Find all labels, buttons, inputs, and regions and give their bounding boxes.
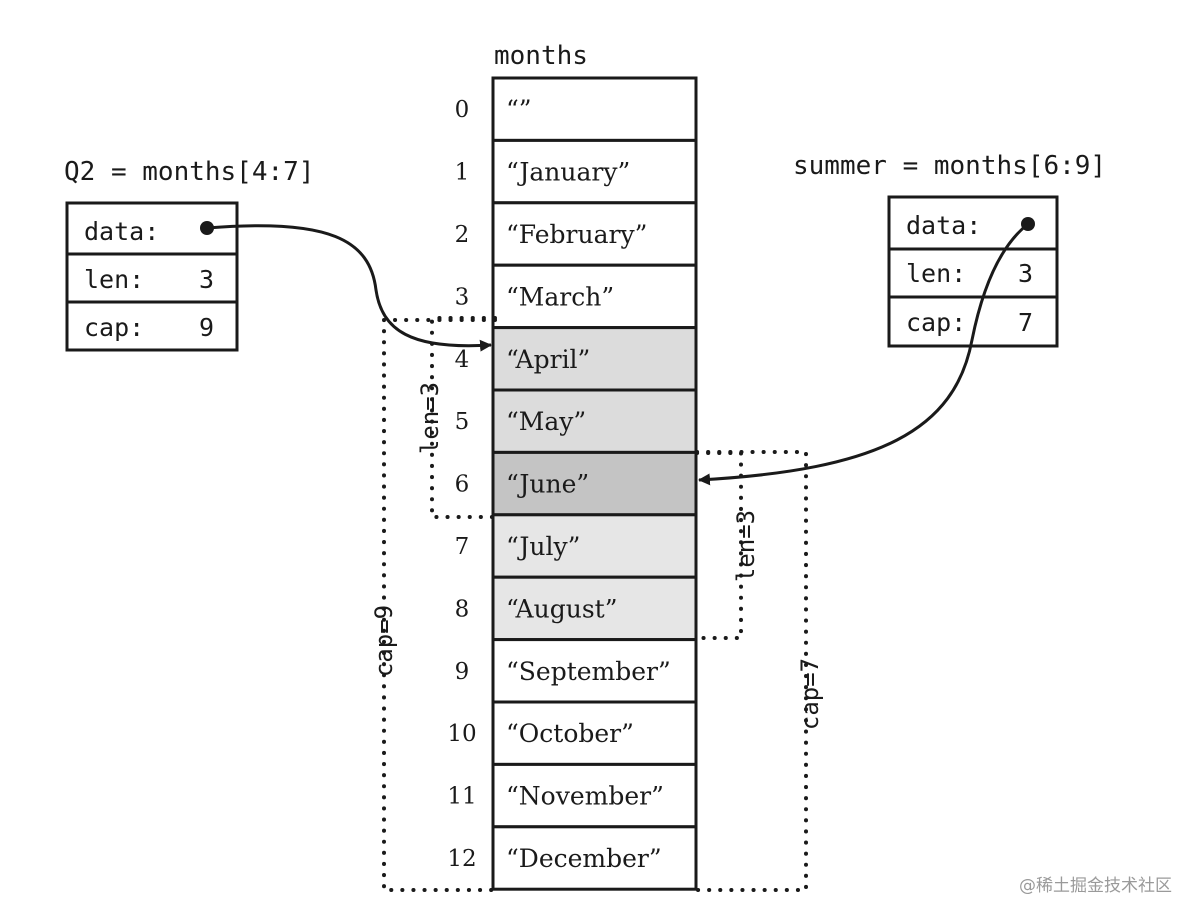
q2-cap-label: cap: [84, 313, 144, 342]
array-value: “June” [506, 470, 589, 499]
array-cell [491, 825, 698, 891]
summer-slice-header: summer = months[6:9] data: len: 3 cap: 7 [793, 151, 1106, 348]
q2-data-arrow [206, 224, 492, 352]
summer-title: summer = months[6:9] [793, 151, 1106, 181]
array-cell [491, 138, 698, 205]
array-value: “February” [506, 220, 647, 249]
array-value: “November” [506, 782, 664, 811]
summer-len-value: 3 [1018, 259, 1033, 288]
array-cell [491, 263, 698, 330]
array-value: “January” [506, 158, 630, 187]
summer-len-label: len: [906, 259, 966, 288]
array-value: “April” [506, 345, 590, 374]
array-cell [491, 762, 698, 829]
array-index: 8 [455, 596, 470, 622]
q2-title: Q2 = months[4:7] [64, 157, 314, 187]
array-index: 10 [447, 721, 476, 747]
array-value: “March” [506, 282, 614, 311]
summer-cap-value: 7 [1018, 308, 1033, 337]
array-index: 12 [447, 846, 476, 872]
array-value: “May” [506, 407, 586, 436]
q2-cap-annotation: cap=9 [370, 605, 398, 677]
q2-len-bracket [430, 316, 497, 519]
array-cell [491, 388, 698, 454]
summer-len-annotation: len=3 [732, 510, 760, 582]
array-index: 1 [455, 160, 470, 186]
array-index: 5 [455, 409, 470, 435]
array-index: 3 [455, 284, 470, 310]
q2-len-annotation: len=3 [416, 382, 444, 454]
q2-slice-header: Q2 = months[4:7] data: len: 3 cap: 9 [64, 157, 314, 352]
array-index: 6 [455, 472, 470, 498]
array-cell [491, 513, 698, 579]
array-value: “August” [506, 594, 617, 623]
array-title: months [494, 41, 588, 71]
array-index: 2 [455, 222, 470, 248]
array-value: “” [506, 95, 532, 124]
array-index: 9 [455, 659, 470, 685]
array-value: “October” [506, 719, 634, 748]
q2-cap-value: 9 [199, 313, 214, 342]
q2-len-value: 3 [199, 265, 214, 294]
array-value: “July” [506, 532, 580, 561]
summer-cap-label: cap: [906, 308, 966, 337]
array-cell [491, 700, 698, 766]
array-index: 4 [455, 347, 470, 373]
summer-cap-bracket [695, 450, 808, 892]
array-index: 11 [447, 784, 476, 810]
q2-data-label: data: [84, 217, 159, 246]
array-cell [491, 76, 698, 142]
array-index: 0 [455, 97, 470, 123]
summer-data-arrow [698, 222, 1029, 486]
summer-data-label: data: [906, 211, 981, 240]
summer-cap-annotation: cap=7 [796, 658, 824, 730]
q2-len-label: len: [84, 265, 144, 294]
watermark: @稀土掘金技术社区 [1019, 876, 1172, 896]
array-index: 7 [455, 534, 470, 560]
array-value: “December” [506, 844, 662, 873]
array-cell [491, 638, 698, 704]
array-value: “September” [506, 657, 671, 686]
months-array: 0 “” 1 “January” 2 “February” 3 “March” 4 “April”… [447, 76, 698, 891]
